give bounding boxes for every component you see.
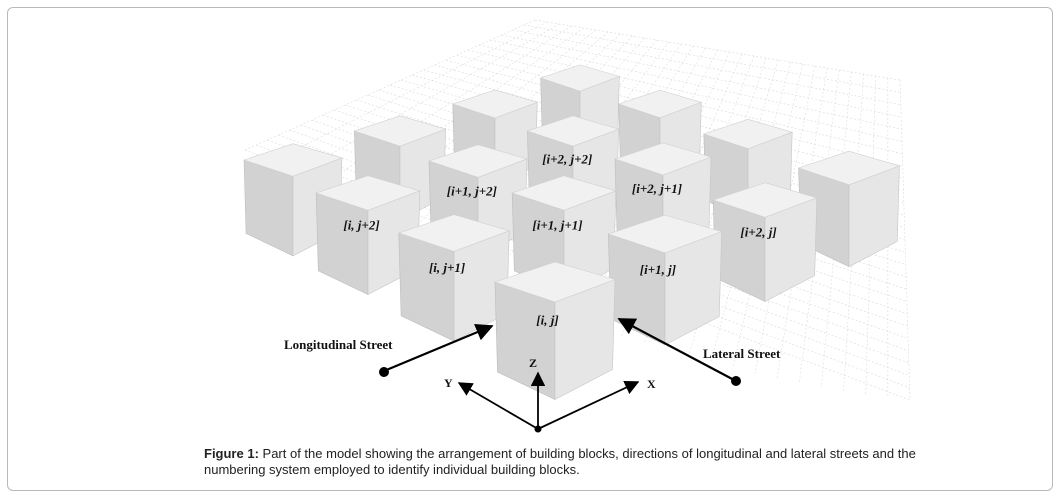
caption-text: Part of the model showing the arrangemen… bbox=[204, 446, 916, 477]
longitudinal-street-dot bbox=[379, 367, 389, 377]
x-axis-label: X bbox=[647, 377, 656, 391]
block-label-b-ip1-j: [i+1, j] bbox=[640, 262, 676, 277]
z-axis-label: Z bbox=[529, 356, 537, 370]
x-axis-arrow bbox=[537, 380, 640, 430]
lateral-street-dot bbox=[731, 376, 741, 386]
block-label-b-i-jp2: [i, j+2] bbox=[343, 218, 379, 233]
block-label-b-ip2-jp1: [i+2, j+1] bbox=[632, 181, 682, 196]
block-label-b-ip1-jp2: [i+1, j+2] bbox=[447, 184, 497, 199]
y-axis-arrow bbox=[457, 382, 539, 430]
building-block-b-ip1-j: [i+1, j] bbox=[607, 214, 723, 346]
block-label-b-i-j: [i, j] bbox=[536, 313, 558, 328]
block-label-b-ip2-j: [i+2, j] bbox=[740, 225, 776, 240]
block-label-b-ip2-jp2: [i+2, j+2] bbox=[542, 151, 592, 166]
lateral-street-indicator: Lateral Street bbox=[617, 318, 781, 386]
lateral-street-label: Lateral Street bbox=[703, 346, 781, 361]
caption-label: Figure 1: bbox=[204, 446, 259, 461]
figure-caption: Figure 1: Part of the model showing the … bbox=[204, 446, 964, 478]
building-block-diagram: [i+2, j+2] [i+1, j+2] [i+2, j+1] [i, j+2] [i… bbox=[243, 19, 911, 433]
building-block-b-i-j: [i, j] bbox=[494, 261, 616, 400]
longitudinal-street-label: Longitudinal Street bbox=[284, 337, 393, 352]
block-label-b-i-jp1: [i, j+1] bbox=[429, 260, 465, 275]
building-block-b-i-jp1: [i, j+1] bbox=[397, 214, 511, 342]
block-label-b-ip1-jp1: [i+1, j+1] bbox=[532, 218, 582, 233]
building-blocks: [i+2, j+2] [i+1, j+2] [i+2, j+1] [i, j+2] [i… bbox=[243, 64, 901, 400]
axes-origin bbox=[534, 425, 542, 433]
building-block-b-far-1 bbox=[797, 150, 901, 268]
building-block-b-ip2-j: [i+2, j] bbox=[712, 182, 818, 303]
coordinate-axes: Z Y X bbox=[444, 356, 656, 433]
y-axis-label: Y bbox=[444, 376, 453, 390]
longitudinal-street-indicator: Longitudinal Street bbox=[284, 323, 494, 377]
